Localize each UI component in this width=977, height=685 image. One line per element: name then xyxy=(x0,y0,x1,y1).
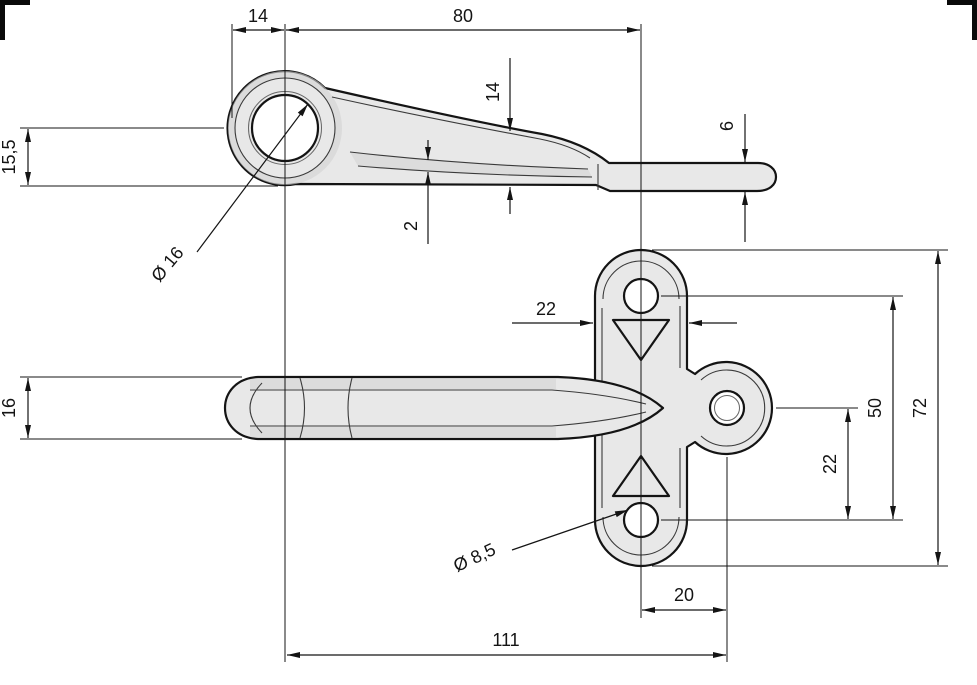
dim-overall-length-label: 111 xyxy=(492,630,519,650)
dim-eye-hole-dia-label: Ø 16 xyxy=(147,243,187,286)
leader-line xyxy=(511,509,629,551)
dim-tab-thickness: 6 xyxy=(717,114,748,242)
arm-web-top-line xyxy=(349,151,589,170)
mount-hole-right xyxy=(708,389,746,427)
dim-arm-length-label: 80 xyxy=(453,6,473,26)
lobe-inner-arc xyxy=(700,369,766,447)
dim-hole-pitch-lower: 22 xyxy=(820,409,851,519)
dim-eye-width: 14 xyxy=(233,6,284,33)
dim-eye-height: 15,5 xyxy=(0,129,31,185)
dim-plate-height: 72 xyxy=(910,251,941,565)
frame-mark-top-right xyxy=(947,0,977,40)
frame-mark-top-left xyxy=(0,0,30,40)
mount-hole-right-chamfer xyxy=(714,395,740,421)
dim-hole-pitch: 50 xyxy=(865,297,896,519)
dim-side-hole-offset: 20 xyxy=(642,585,726,613)
dim-arm-width: 16 xyxy=(0,378,31,438)
dim-plate-height-label: 72 xyxy=(910,398,930,418)
dim-hole-pitch-label: 50 xyxy=(865,398,885,418)
arm-bulb-arc-1 xyxy=(299,377,306,439)
dim-plate-width: 22 xyxy=(512,299,737,326)
dim-hole-pitch-lower-label: 22 xyxy=(820,454,840,474)
dimensions: 14 80 14 6 15,5 2 Ø 1 xyxy=(0,6,941,658)
dim-overall-length: 111 xyxy=(287,630,726,658)
dim-plate-width-label: 22 xyxy=(536,299,556,319)
arm-top-shading xyxy=(250,379,556,389)
mount-plate-outline xyxy=(593,248,774,568)
arm-chamfer-line xyxy=(331,96,591,159)
dim-tab-thickness-label: 6 xyxy=(717,121,737,131)
dim-arm-width-label: 16 xyxy=(0,398,19,418)
dim-arm-length: 80 xyxy=(286,6,640,33)
arm-web-bottom-line xyxy=(357,165,593,178)
arm-edge-line-bottom xyxy=(250,411,647,427)
arm-edge-line-top xyxy=(250,389,647,405)
dim-mount-hole-dia-label: Ø 8,5 xyxy=(450,539,498,576)
dim-arm-height: 14 xyxy=(483,58,513,214)
dim-side-hole-offset-label: 20 xyxy=(674,585,694,605)
dim-web-gap-label: 2 xyxy=(401,221,421,231)
arm-bottom-shading xyxy=(250,427,556,437)
extension-lines xyxy=(20,24,948,662)
leader-line xyxy=(196,103,309,253)
arm-end-inner-arc xyxy=(249,382,263,434)
dim-web-gap: 2 xyxy=(401,140,431,244)
dim-eye-height-label: 15,5 xyxy=(0,139,19,174)
plan-view xyxy=(224,248,774,568)
dim-arm-height-label: 14 xyxy=(483,82,503,102)
arm-bulb-arc-2 xyxy=(347,377,353,439)
dim-eye-width-label: 14 xyxy=(248,6,268,26)
handle-arm-outline xyxy=(224,375,665,441)
